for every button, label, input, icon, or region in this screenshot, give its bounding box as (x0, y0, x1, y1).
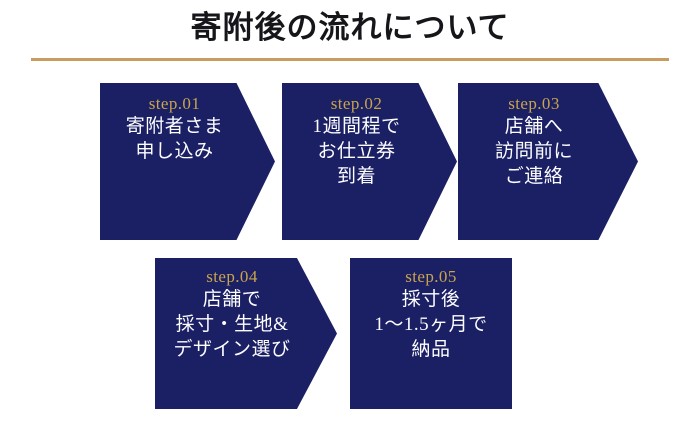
flow-step-4: step.04 店舗で 採寸・生地& デザイン選び (155, 258, 337, 409)
page-title: 寄附後の流れについて (190, 10, 510, 45)
flow-step-2-text: 1週間程で お仕立券 到着 (312, 116, 401, 187)
flow-step-3-label: step.03 (508, 94, 560, 113)
flow-step-3-text: 店舗へ 訪問前に ご連絡 (494, 116, 573, 187)
flow-step-3: step.03 店舗へ 訪問前に ご連絡 (458, 83, 638, 240)
flow-step-2: step.02 1週間程で お仕立券 到着 (282, 83, 457, 240)
flow-step-1: step.01 寄附者さま 申し込み (100, 83, 275, 240)
flow-step-2-label: step.02 (330, 94, 383, 113)
title-divider (31, 58, 669, 61)
flow-step-4-text: 店舗で 採寸・生地& デザイン選び (173, 289, 291, 360)
flow-step-1-label: step.01 (148, 94, 201, 113)
flow-step-5: step.05 採寸後 1〜1.5ヶ月で 納品 (350, 258, 512, 409)
flow-step-5-label: step.05 (405, 267, 457, 286)
header: 寄附後の流れについて (0, 0, 700, 50)
flow-step-4-label: step.04 (206, 267, 258, 286)
flow-step-5-text: 採寸後 1〜1.5ヶ月で 納品 (374, 289, 488, 360)
flow-step-1-text: 寄附者さま 申し込み (125, 116, 224, 162)
